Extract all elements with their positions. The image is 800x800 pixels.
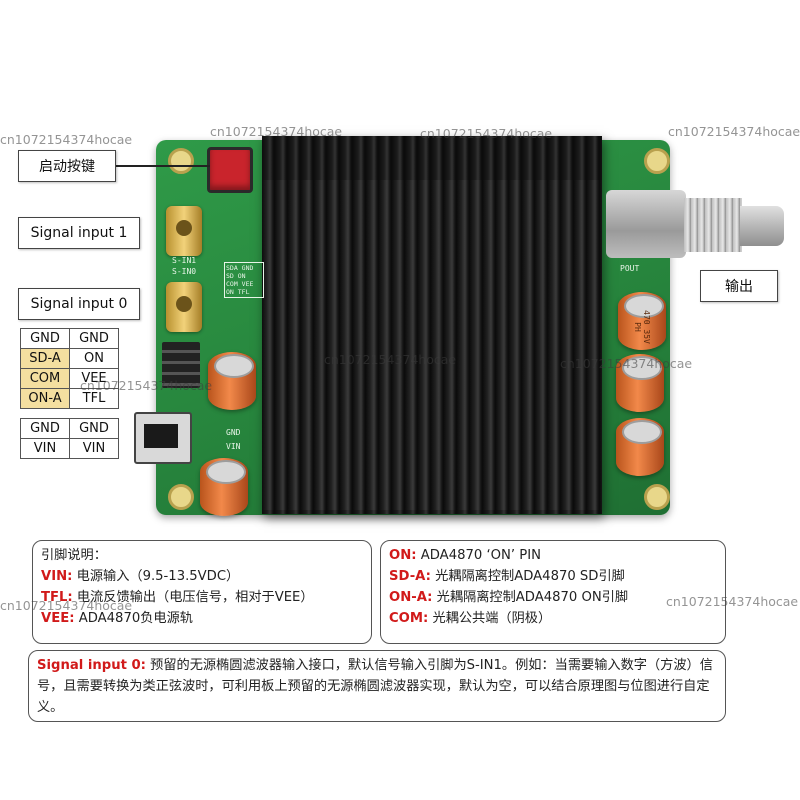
pin-key: ON: — [389, 548, 417, 563]
electrolytic-capacitor — [200, 458, 248, 516]
pin-description-heading: 引脚说明： — [41, 548, 107, 563]
watermark-text: cn1072154374hocae — [668, 124, 800, 139]
pin-cell: GND — [69, 328, 119, 349]
pin-header[interactable] — [162, 342, 200, 388]
pin-cell: VIN — [69, 438, 119, 459]
electrolytic-capacitor — [616, 354, 664, 412]
leader-line — [112, 165, 210, 167]
signal-note-key: Signal input 0: — [37, 658, 146, 673]
callout-output: 输出 — [700, 270, 778, 302]
pin-text: ADA4870 ‘ON’ PIN — [416, 548, 541, 563]
pin-cell: TFL — [69, 388, 119, 409]
electrolytic-capacitor — [616, 418, 664, 476]
mounting-hole — [168, 484, 194, 510]
silk-gnd: GND — [226, 428, 241, 437]
callout-output-text: 输出 — [725, 279, 753, 295]
watermark-text: cn1072154374hocae — [80, 378, 213, 393]
bnc-connector-thread — [684, 198, 742, 252]
pin-key: ON-A: — [389, 590, 433, 605]
pin-key: VEE: — [41, 611, 75, 626]
pin-text: 光耦隔离控制ADA4870 ON引脚 — [432, 590, 629, 605]
pin-description-left: 引脚说明： VIN: 电源输入（9.5-13.5VDC） TFL: 电流反馈输出… — [32, 540, 372, 644]
pin-description-row: ON-A: 光耦隔离控制ADA4870 ON引脚 — [389, 587, 717, 608]
watermark-text: cn1072154374hocae — [560, 356, 693, 371]
callout-signal-input-1-text: Signal input 1 — [30, 225, 128, 241]
pin-key: VIN: — [41, 569, 73, 584]
callout-signal-input-0-text: Signal input 0 — [30, 296, 128, 312]
heatsink-fins — [262, 180, 602, 510]
sma-connector-input-1[interactable] — [166, 206, 202, 256]
sma-connector-input-0[interactable] — [166, 282, 202, 332]
silk-s-in0: S-IN0 — [172, 267, 197, 276]
pin-text: 光耦隔离控制ADA4870 SD引脚 — [430, 569, 625, 584]
pin-cell: GND — [69, 418, 119, 439]
pin-description-right: ON: ADA4870 ‘ON’ PIN SD-A: 光耦隔离控制ADA4870… — [380, 540, 726, 644]
electrolytic-capacitor — [208, 352, 256, 410]
pin-text: 电流反馈输出（电压信号，相对于VEE） — [72, 590, 314, 605]
watermark-text: cn1072154374hocae — [324, 352, 457, 367]
pin-cell: SD-A — [20, 348, 70, 369]
silk-header-row: SDA GND — [226, 264, 254, 272]
pin-cell: ON — [69, 348, 119, 369]
silk-s-in1: S-IN1 — [172, 256, 197, 265]
watermark-text: cn1072154374hocae — [210, 124, 343, 139]
pin-description-row: VIN: 电源输入（9.5-13.5VDC） — [41, 566, 363, 587]
pin-cell: ON-A — [20, 388, 70, 409]
pin-key: SD-A: — [389, 569, 431, 584]
electrolytic-capacitor — [618, 292, 666, 350]
capacitor-marking: 470 35V PH — [633, 310, 651, 344]
pin-text: ADA4870负电源轨 — [74, 611, 193, 626]
watermark-text: cn1072154374hocae — [666, 594, 799, 609]
silk-header-row: ON TFL — [226, 288, 250, 296]
start-button-red[interactable] — [207, 147, 253, 193]
pin-text: 电源输入（9.5-13.5VDC） — [72, 569, 240, 584]
callout-start-button-text: 启动按键 — [39, 159, 95, 175]
mounting-hole — [644, 484, 670, 510]
signal-note-text: 预留的无源椭圆滤波器输入接口，默认信号输入引脚为S-IN1。例如：当需要输入数字… — [37, 658, 713, 715]
pin-description-row: ON: ADA4870 ‘ON’ PIN — [389, 545, 717, 566]
silk-header-row: COM VEE — [226, 280, 254, 288]
pin-text: 光耦公共端（阴极） — [428, 611, 552, 626]
watermark-text: cn1072154374hocae — [0, 132, 133, 147]
pin-key: TFL: — [41, 590, 73, 605]
power-connector[interactable] — [134, 412, 192, 464]
pin-cell: GND — [20, 328, 70, 349]
pin-description-row: TFL: 电流反馈输出（电压信号，相对于VEE） — [41, 587, 363, 608]
bnc-connector-body[interactable] — [606, 190, 686, 258]
watermark-text: cn1072154374hocae — [0, 598, 133, 613]
pin-description-row: SD-A: 光耦隔离控制ADA4870 SD引脚 — [389, 566, 717, 587]
pin-cell: GND — [20, 418, 70, 439]
mounting-hole — [168, 148, 194, 174]
heatsink — [262, 136, 602, 514]
pin-cell: VIN — [20, 438, 70, 459]
pin-key: COM: — [389, 611, 429, 626]
callout-start-button: 启动按键 — [18, 150, 116, 182]
callout-signal-input-1: Signal input 1 — [18, 217, 140, 249]
pin-description-row: VEE: ADA4870负电源轨 — [41, 608, 363, 629]
watermark-text: cn1072154374hocae — [420, 126, 553, 141]
pin-cell: COM — [20, 368, 70, 389]
callout-signal-input-0: Signal input 0 — [18, 288, 140, 320]
silk-header-row: SD ON — [226, 272, 246, 280]
silk-vin: VIN — [226, 442, 241, 451]
pin-description-row: COM: 光耦公共端（阴极） — [389, 608, 717, 629]
mounting-hole — [644, 148, 670, 174]
bnc-connector-head — [740, 206, 784, 246]
silk-pout: POUT — [620, 264, 640, 273]
signal-input-note: Signal input 0: 预留的无源椭圆滤波器输入接口，默认信号输入引脚为… — [28, 650, 726, 722]
silk-header-block: SDA GND SD ON COM VEE ON TFL — [224, 262, 264, 298]
